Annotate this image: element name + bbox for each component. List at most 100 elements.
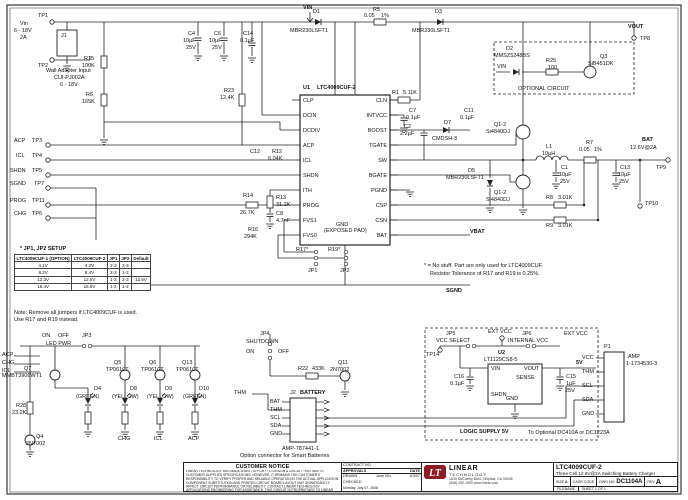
optional-dc-note: To Optional DC410A or DC1223A — [528, 430, 610, 436]
dwg-cell: DWG NO.DC1104A — [597, 477, 646, 486]
schematic-label: GND — [270, 431, 283, 437]
ic-pin-pgnd: PGND — [371, 187, 387, 194]
schematic-label: 5.11K — [403, 90, 417, 96]
title-area: LTC4009CUF-2 Three Cell 12.6V@2A Switchi… — [554, 463, 677, 491]
schematic-label: 0.1µF — [406, 115, 421, 121]
ic-pin-cln: CLN — [375, 97, 387, 104]
schematic-label: 10µH — [542, 151, 556, 157]
schematic-label: 100 — [548, 65, 558, 71]
schematic-label: SDA — [270, 423, 282, 429]
inductor-symbol — [535, 155, 569, 161]
schematic-label: 1% — [381, 13, 389, 19]
schematic-label: 0.05 — [364, 13, 375, 19]
schematic-label: VIN — [497, 64, 507, 70]
sheet-border — [6, 4, 682, 495]
schematic-label: Q6 — [149, 360, 157, 366]
schematic-label: R14 — [243, 193, 254, 199]
test-points — [45, 19, 671, 353]
schematic-label: C11 — [464, 108, 474, 114]
schematic-label: D10 — [199, 386, 210, 392]
schematic-label: J2 — [290, 390, 296, 396]
logo-address1: 1630 McCarthy Blvd., Milpitas, CA 95035 — [449, 477, 513, 481]
schematic-label: CUI-PJ002A — [54, 75, 85, 81]
schematic-label: MMSZ5248BS — [494, 53, 530, 59]
title-block: CUSTOMER NOTICE LINEAR TECHNOLOGY HAS MA… — [183, 462, 678, 492]
regulator-outline — [487, 363, 543, 405]
ic-pin-dcin: DCIN — [303, 112, 317, 119]
jumper-table-cell: 8.2V — [13, 268, 73, 277]
schematic-label: Wall Adapter Input — [46, 68, 91, 74]
schematic-label: P1 — [604, 344, 611, 350]
schematic-label: SENSE — [516, 375, 535, 381]
schematic-label: R8 — [546, 195, 554, 201]
battery-connector-outline — [289, 397, 317, 443]
jumper-table-header: LTC4009CUF-1 (OPTION) — [13, 253, 73, 263]
schematic-label: 433K — [312, 366, 325, 372]
ic-pin-shdn: SHDN — [303, 172, 319, 179]
schematic-label: PROG — [10, 198, 27, 204]
ic-part-label: LTC4009CUF-2 — [317, 85, 356, 91]
schematic-label: 165K — [82, 99, 95, 105]
testpoint-label: TP14 — [426, 352, 440, 358]
schematic-label: ON — [42, 333, 51, 339]
size-label: SIZE — [556, 479, 564, 484]
junction-dots — [521, 158, 642, 222]
svg-text:LT: LT — [428, 468, 442, 479]
vendor-logo: LT LINEAR TECHNOLOGY 1630 McCarthy Blvd.… — [422, 463, 554, 491]
rev-label: REV — [647, 479, 655, 484]
ic-pin-sw: SW — [378, 157, 387, 164]
schematic-label: VIN — [491, 366, 501, 372]
jumper-table-cell: 1-2 — [106, 282, 120, 291]
schematic-label: C6 — [214, 31, 222, 37]
net-label-vout: VOUT — [628, 24, 644, 30]
schematic-label: ICL — [154, 436, 163, 442]
schematic-label: VCC SELECT — [436, 338, 471, 344]
logic-supply-box — [424, 327, 599, 441]
p1-connector-outline — [603, 351, 625, 423]
schematic-label: 2A — [20, 35, 27, 41]
schematic-label: ICL — [16, 153, 25, 159]
customer-notice: CUSTOMER NOTICE LINEAR TECHNOLOGY HAS MA… — [184, 463, 342, 491]
schematic-label: C15 — [566, 374, 577, 380]
schematic-label: SHDN — [10, 168, 26, 174]
schematic-label: Q3 — [600, 54, 608, 60]
testpoint-label: TP11 — [32, 198, 45, 204]
wall-adapter-jack — [56, 29, 78, 57]
customer-notice-heading: CUSTOMER NOTICE — [235, 464, 290, 470]
testpoint-label: TP1 — [38, 13, 49, 19]
schematic-label: SGND — [10, 181, 26, 187]
schematic-label: JP4 — [260, 331, 270, 337]
schematic-label: C7 — [409, 108, 417, 114]
approvals-cell: June Wu — [375, 474, 391, 479]
testpoint-label: TP8 — [640, 36, 651, 42]
schematic-label: VCC — [582, 355, 594, 361]
ic-pin-icl: ICL — [303, 157, 312, 164]
ic-pin-stubs-left — [292, 99, 300, 236]
schematic-label: 25V — [565, 388, 575, 394]
schematic-label: 31.2K — [276, 202, 291, 208]
ic-pin-dcdiv: DCDIV — [303, 127, 321, 134]
transistor-symbols — [24, 65, 597, 446]
drawing-title-line1: LTC4009CUF-2 — [556, 464, 602, 471]
jumper-table-cell: 1-2 — [118, 282, 132, 291]
jumper-table-cell — [130, 282, 152, 291]
schematic-label: Q7 — [24, 366, 32, 372]
jumper-table-cell: 8.4V — [71, 268, 108, 277]
schematic-label: THM — [234, 390, 246, 396]
schematic-label: 10µF — [618, 172, 631, 178]
note-no-stuff: * = No stuff. Part are only used for LTC… — [424, 263, 543, 269]
approvals-header: APPROVALS DATE — [342, 469, 421, 475]
jumper-note-2: Use R17 and R19 instead. — [14, 317, 79, 323]
schematic-label: R25 — [546, 58, 557, 64]
schematic-label: JP5 — [446, 331, 456, 337]
schematic-label: 3.01K — [558, 223, 573, 229]
schematic-label: ON — [246, 349, 255, 355]
logo-address2: (408) 432-1900 www.linear.com — [449, 481, 499, 486]
schematic-label: JP6 — [522, 331, 532, 337]
p1-connector-part: 1-1734530-3 — [626, 361, 658, 367]
